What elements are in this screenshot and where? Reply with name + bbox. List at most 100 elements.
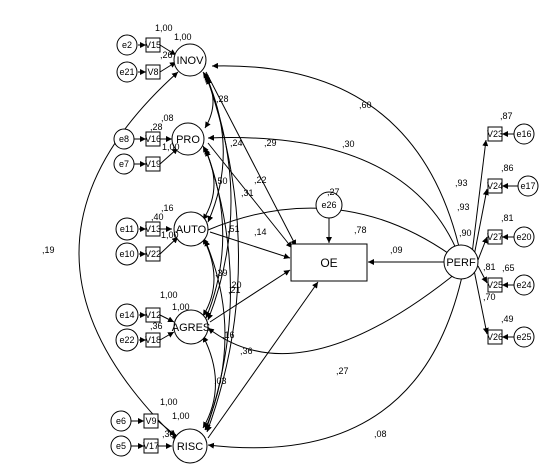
left-indicator-arrows [131, 42, 179, 449]
svg-text:,40: ,40 [151, 212, 164, 222]
coefficient-labels: 1,00 1,00 ,26 ,08 ,28 1,00 ,16 ,40 1,00 … [42, 23, 515, 439]
item-label: V16 [145, 134, 161, 144]
path-inov-risc [78, 71, 179, 441]
svg-text:,27: ,27 [327, 187, 340, 197]
svg-text:,78: ,78 [354, 225, 367, 235]
svg-text:,28: ,28 [216, 94, 229, 104]
latent-pro-label: PRO [176, 134, 200, 146]
svg-text:,24: ,24 [230, 138, 243, 148]
latent-inov-label: INOV [177, 55, 205, 67]
svg-text:,93: ,93 [457, 202, 470, 212]
latent-perf-label: PERF [446, 257, 476, 269]
svg-text:,20: ,20 [229, 280, 242, 290]
latent-agres [173, 309, 209, 345]
item-label: V13 [145, 224, 161, 234]
err-label: e6 [116, 416, 126, 426]
svg-text:1,00: 1,00 [155, 23, 173, 33]
err-label: e14 [119, 310, 134, 320]
item-label: V9 [145, 416, 156, 426]
svg-text:,19: ,19 [42, 245, 55, 255]
svg-text:,30: ,30 [342, 139, 355, 149]
svg-text:,14: ,14 [254, 227, 267, 237]
svg-text:,16: ,16 [222, 330, 235, 340]
svg-text:,70: ,70 [483, 292, 496, 302]
err-label: e25 [516, 332, 531, 342]
e26-label: e26 [321, 200, 336, 210]
svg-text:,50: ,50 [215, 176, 228, 186]
svg-text:,16: ,16 [161, 203, 174, 213]
svg-text:,29: ,29 [264, 138, 277, 148]
svg-text:,81: ,81 [501, 213, 514, 223]
err-label: e10 [119, 249, 134, 259]
svg-text:,36: ,36 [240, 346, 253, 356]
item-label: V26 [487, 332, 503, 342]
svg-text:1,00: 1,00 [174, 32, 192, 42]
item-label: V27 [487, 232, 503, 242]
item-label: V22 [145, 249, 161, 259]
svg-text:1,00: 1,00 [172, 302, 190, 312]
svg-text:,87: ,87 [500, 111, 513, 121]
item-label: V24 [487, 181, 503, 191]
svg-text:,49: ,49 [501, 314, 514, 324]
err-label: e7 [119, 159, 129, 169]
svg-text:,93: ,93 [455, 178, 468, 188]
err-label: e2 [122, 40, 132, 50]
latent-perf [443, 244, 479, 280]
item-label: V8 [147, 67, 158, 77]
svg-text:1,00: 1,00 [160, 290, 178, 300]
svg-text:,21: ,21 [228, 285, 241, 295]
item-label: V25 [487, 280, 503, 290]
error-circles-left [110, 34, 139, 457]
err-label: e22 [119, 335, 134, 345]
svg-text:,08: ,08 [161, 113, 174, 123]
latent-auto [173, 211, 209, 247]
path-agres-perf [207, 269, 461, 355]
latent-inov [173, 43, 207, 77]
svg-text:,27: ,27 [336, 366, 349, 376]
item-label: V23 [487, 129, 503, 139]
error-circles-right [513, 123, 539, 348]
svg-text:1,00: 1,00 [172, 411, 190, 421]
svg-text:,51: ,51 [227, 224, 240, 234]
svg-text:,08: ,08 [374, 429, 387, 439]
svg-text:,31: ,31 [241, 188, 254, 198]
err-label: e20 [516, 232, 531, 242]
latent-risc [172, 428, 208, 464]
item-label: V18 [145, 335, 161, 345]
latent-agres-label: AGRES [172, 322, 211, 334]
err-label: e17 [520, 181, 535, 191]
svg-text:,09: ,09 [390, 245, 403, 255]
item-label: V12 [145, 310, 161, 320]
svg-text:1,00: 1,00 [162, 142, 180, 152]
err-label: e11 [120, 224, 134, 234]
oe-label: OE [320, 256, 337, 270]
svg-text:1,00: 1,00 [160, 397, 178, 407]
err-label: e8 [119, 134, 129, 144]
right-indicator-arrows [502, 131, 518, 340]
svg-text:,22: ,22 [254, 175, 267, 185]
svg-text:,36: ,36 [150, 321, 163, 331]
item-label: V17 [143, 441, 159, 451]
svg-text:,39: ,39 [215, 268, 228, 278]
svg-text:1,00: 1,00 [161, 230, 179, 240]
oe-box [290, 243, 368, 282]
error-e26 [315, 191, 343, 219]
svg-text:,65: ,65 [502, 263, 515, 273]
svg-text:,90: ,90 [459, 228, 472, 238]
svg-text:,03: ,03 [214, 376, 227, 386]
latent-pro [171, 122, 205, 156]
svg-text:,30: ,30 [162, 429, 175, 439]
latent-auto-label: AUTO [176, 224, 207, 236]
err-label: e24 [516, 280, 531, 290]
svg-text:,86: ,86 [501, 163, 514, 173]
indicator-boxes-right [487, 126, 503, 345]
svg-text:,28: ,28 [150, 122, 163, 132]
path-pro-perf [207, 134, 461, 259]
svg-text:,60: ,60 [359, 100, 372, 110]
item-label: V19 [145, 159, 161, 169]
err-label: e5 [116, 441, 126, 451]
svg-text:,26: ,26 [160, 50, 173, 60]
err-label: e16 [516, 129, 531, 139]
err-label: e21 [119, 67, 134, 77]
